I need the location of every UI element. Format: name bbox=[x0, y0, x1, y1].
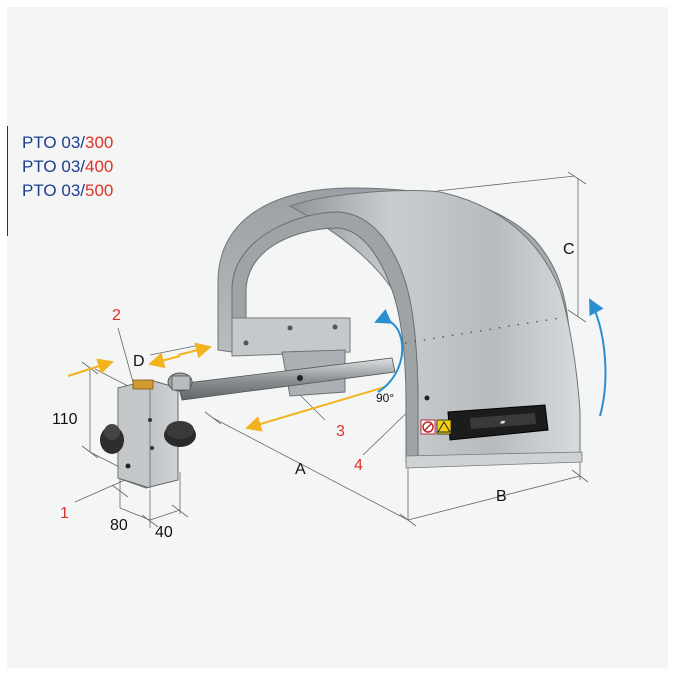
model-item: PTO 03/400 bbox=[22, 155, 113, 179]
callout-2: 2 bbox=[112, 307, 121, 324]
rotation-arrows bbox=[374, 298, 607, 417]
handle-grip bbox=[470, 413, 536, 429]
clamp-brass-insert bbox=[132, 379, 154, 390]
model-prefix: PTO 03/ bbox=[22, 157, 85, 176]
block-bolt bbox=[148, 418, 152, 422]
model-size: 300 bbox=[85, 133, 114, 152]
dimension-label-a: A bbox=[295, 461, 306, 478]
dimension-lines bbox=[74, 171, 589, 528]
model-size: 500 bbox=[85, 181, 114, 200]
block-bolt bbox=[150, 446, 154, 450]
guard-marker-dot bbox=[424, 395, 430, 401]
handle-brand-mark: ▰ bbox=[500, 419, 506, 426]
dimension-label-depth: 40 bbox=[155, 524, 173, 541]
model-item: PTO 03/500 bbox=[22, 179, 113, 203]
dimension-label-d: D bbox=[133, 353, 145, 370]
callout-4: 4 bbox=[354, 457, 363, 474]
callout-3: 3 bbox=[336, 423, 345, 440]
model-size: 400 bbox=[85, 157, 114, 176]
shaft-bolt bbox=[297, 375, 303, 381]
dimension-label-width: 80 bbox=[110, 517, 128, 534]
block-bolt bbox=[125, 463, 131, 469]
model-prefix: PTO 03/ bbox=[22, 133, 85, 152]
dimension-label-height: 110 bbox=[52, 411, 78, 428]
rotation-angle-label: 90° bbox=[376, 391, 394, 405]
guard-bottom-rail bbox=[405, 451, 583, 469]
support-shaft bbox=[177, 357, 396, 401]
yellow-arrows bbox=[67, 342, 386, 432]
dimension-label-c: C bbox=[563, 241, 575, 258]
mount-bolts bbox=[243, 324, 338, 346]
models-rule bbox=[7, 126, 8, 236]
warning-labels bbox=[420, 419, 452, 435]
callout-1: 1 bbox=[60, 505, 69, 522]
model-item: PTO 03/300 bbox=[22, 131, 113, 155]
model-list: PTO 03/300 PTO 03/400 PTO 03/500 bbox=[22, 131, 113, 203]
mount-plate bbox=[231, 317, 351, 357]
clamp-knobs bbox=[100, 372, 196, 454]
dimension-label-b: B bbox=[496, 488, 507, 505]
model-prefix: PTO 03/ bbox=[22, 181, 85, 200]
